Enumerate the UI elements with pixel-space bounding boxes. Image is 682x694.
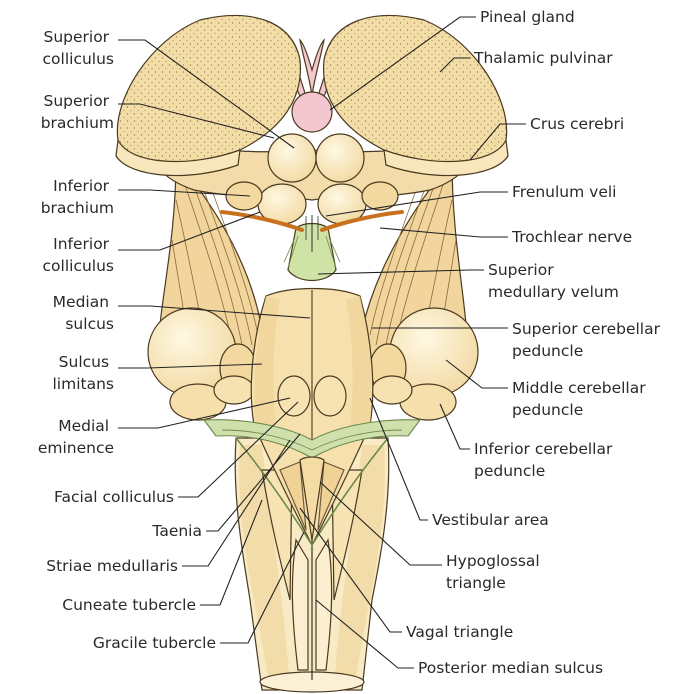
label-trochlear-nerve: Trochlear nerve <box>511 228 632 246</box>
label-thalamic-pulvinar: Thalamic pulvinar <box>473 49 613 67</box>
label-medial-eminence: Medial eminence <box>38 417 114 457</box>
superior-colliculus-right <box>316 134 364 182</box>
label-facial-colliculus: Facial colliculus <box>54 488 174 506</box>
label-inferior-brachium: Inferior brachium <box>41 177 114 217</box>
label-frenulum-veli: Frenulum veli <box>512 183 616 201</box>
label-inferior-cerebellar-peduncle: Inferior cerebellar peduncle <box>474 440 617 480</box>
label-sulcus-limitans: Sulcus limitans <box>53 353 115 393</box>
label-pineal-gland: Pineal gland <box>480 8 575 26</box>
label-superior-brachium: Superior brachium <box>41 92 114 132</box>
label-middle-cerebellar-peduncle: Middle cerebellar peduncle <box>512 379 651 419</box>
label-cuneate-tubercle: Cuneate tubercle <box>62 596 196 614</box>
pineal-gland <box>292 92 332 132</box>
label-superior-medullary-velum: Superior medullary velum <box>488 261 619 301</box>
label-striae-medullaris: Striae medullaris <box>46 557 178 575</box>
label-vestibular-area: Vestibular area <box>432 511 549 529</box>
label-superior-cerebellar-peduncle: Superior cerebellar peduncle <box>512 320 665 360</box>
label-taenia: Taenia <box>151 522 202 540</box>
label-hypoglossal-triangle: Hypoglossal triangle <box>446 552 545 592</box>
label-superior-colliculus: Superior colliculus <box>43 28 114 68</box>
label-inferior-colliculus: Inferior colliculus <box>43 235 114 275</box>
label-vagal-triangle: Vagal triangle <box>406 623 513 641</box>
label-gracile-tubercle: Gracile tubercle <box>93 634 216 652</box>
facial-colliculus-right <box>314 376 346 416</box>
label-posterior-median-sulcus: Posterior median sulcus <box>418 659 603 677</box>
label-median-sulcus: Median sulcus <box>53 293 114 333</box>
facial-colliculus-left <box>278 376 310 416</box>
label-crus-cerebri: Crus cerebri <box>530 115 624 133</box>
superior-colliculus-left <box>268 134 316 182</box>
